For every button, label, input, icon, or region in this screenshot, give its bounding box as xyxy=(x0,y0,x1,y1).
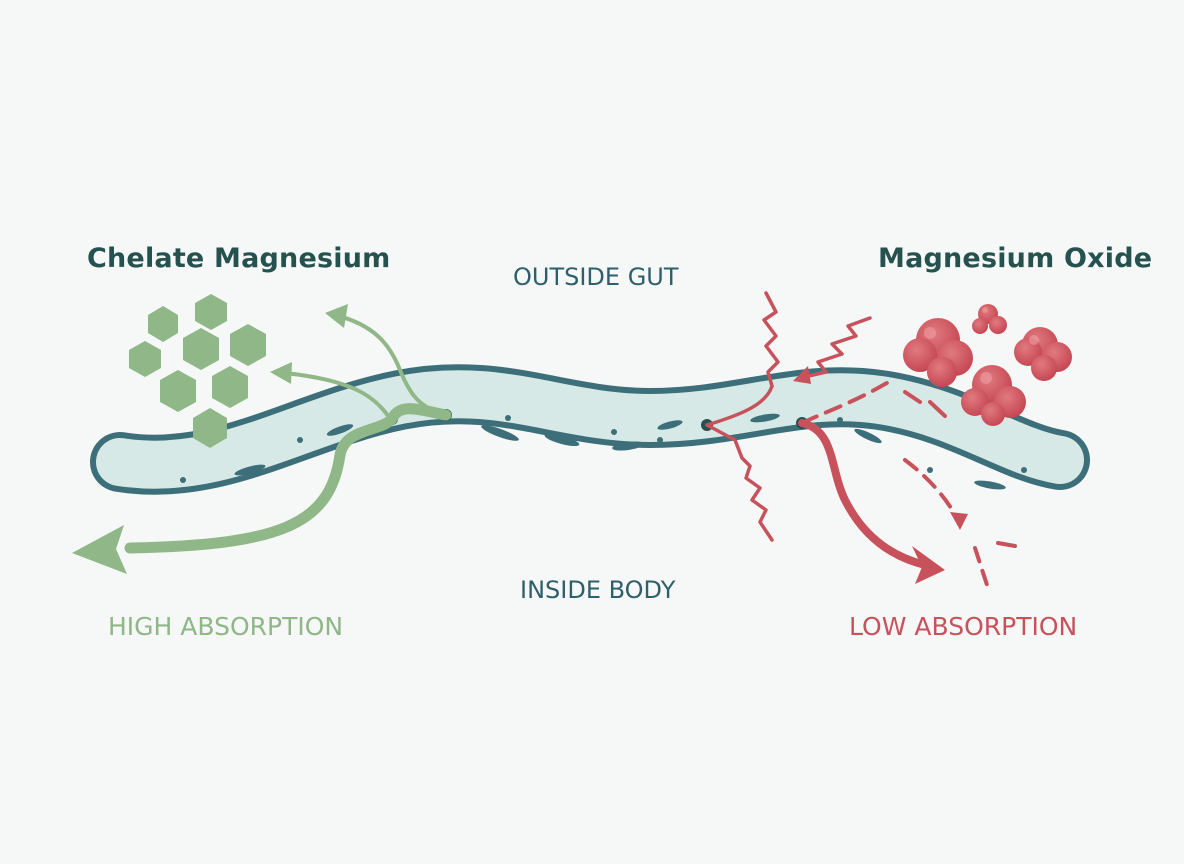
oxide-title: Magnesium Oxide xyxy=(878,243,1153,274)
oxide-clusters xyxy=(903,304,1072,426)
high-absorption-arrows xyxy=(72,304,452,574)
inside-body-label: INSIDE BODY xyxy=(520,576,676,604)
outside-gut-label: OUTSIDE GUT xyxy=(513,263,679,291)
high-absorption-label: HIGH ABSORPTION xyxy=(108,612,344,641)
low-absorption-arrows xyxy=(705,291,1017,590)
gut-membrane xyxy=(90,364,1090,495)
chelate-hexagons xyxy=(129,294,266,448)
low-absorption-label: LOW ABSORPTION xyxy=(849,612,1078,641)
chelate-title: Chelate Magnesium xyxy=(87,243,391,274)
